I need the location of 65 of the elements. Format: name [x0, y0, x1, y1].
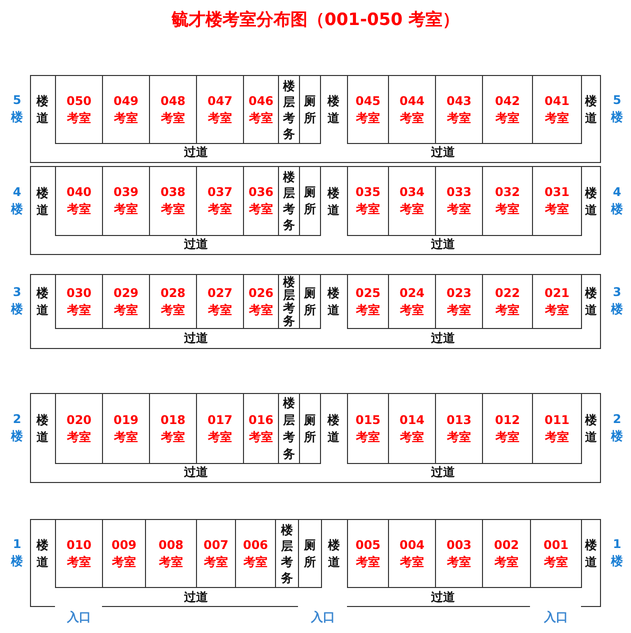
toilet-room: 厕所	[299, 393, 321, 464]
corridor-label: 过道	[431, 144, 455, 161]
floor-label: 3楼	[610, 284, 624, 318]
floor-outline	[30, 75, 601, 163]
corridor-label: 过道	[431, 589, 455, 606]
stairwell-label: 楼道	[35, 537, 50, 571]
exam-room: 001考室	[530, 519, 582, 588]
title: 毓才楼考室分布图（001-050 考室）	[170, 9, 460, 31]
entrance-label: 入口	[544, 609, 568, 626]
exam-room: 005考室	[347, 519, 389, 588]
stairwell-label: 楼道	[326, 537, 342, 571]
stairwell-label: 楼道	[35, 412, 50, 446]
exam-room: 021考室	[532, 274, 582, 329]
floor-label: 3楼	[10, 284, 24, 318]
toilet-room: 厕所	[299, 75, 321, 144]
exam-room: 031考室	[532, 166, 582, 236]
floor-outline	[30, 274, 601, 349]
floor-label: 1楼	[10, 536, 24, 570]
exam-room: 050考室	[55, 75, 103, 144]
exam-room: 011考室	[532, 393, 582, 464]
exam-room: 040考室	[55, 166, 103, 236]
exam-room: 020考室	[55, 393, 103, 464]
floor-outline	[30, 393, 601, 483]
exam-room: 041考室	[532, 75, 582, 144]
corridor-label: 过道	[184, 330, 208, 347]
stairwell-label: 楼道	[35, 93, 50, 127]
toilet-room: 厕所	[299, 274, 321, 329]
stairwell-label: 楼道	[584, 93, 598, 127]
exam-office: 楼层考务	[278, 274, 300, 329]
corridor-label: 过道	[184, 144, 208, 161]
stairwell-label: 楼道	[584, 285, 598, 319]
stairwell-label: 楼道	[326, 93, 341, 127]
floor-label: 5楼	[10, 92, 24, 126]
entrance-label: 入口	[67, 609, 91, 626]
corridor-label: 过道	[184, 589, 208, 606]
stairwell-label: 楼道	[584, 537, 598, 571]
toilet-room: 厕所	[299, 166, 321, 236]
toilet-room: 厕所	[298, 519, 322, 588]
stairwell-label: 楼道	[326, 184, 341, 218]
exam-room: 010考室	[55, 519, 103, 588]
corridor-label: 过道	[184, 464, 208, 481]
floor-outline	[30, 166, 601, 255]
exam-room: 015考室	[347, 393, 389, 464]
corridor-label: 过道	[184, 236, 208, 253]
floor-label: 4楼	[10, 184, 24, 218]
floor-label: 2楼	[610, 411, 624, 445]
stairwell-label: 楼道	[326, 285, 341, 319]
floor-label: 2楼	[10, 411, 24, 445]
exam-room: 030考室	[55, 274, 103, 329]
corridor-label: 过道	[431, 330, 455, 347]
corridor-label: 过道	[431, 464, 455, 481]
exam-room: 025考室	[347, 274, 389, 329]
entrance-label: 入口	[311, 609, 335, 626]
corridor-label: 过道	[431, 236, 455, 253]
floor-outline	[30, 519, 601, 607]
stairwell-label: 楼道	[584, 184, 598, 218]
exam-room: 045考室	[347, 75, 389, 144]
stairwell-label: 楼道	[35, 184, 50, 218]
floor-label: 4楼	[610, 184, 624, 218]
stairwell-label: 楼道	[326, 412, 341, 446]
floor-label: 5楼	[610, 92, 624, 126]
stairwell-label: 楼道	[35, 285, 50, 319]
exam-room: 035考室	[347, 166, 389, 236]
floor-label: 1楼	[610, 536, 624, 570]
stairwell-label: 楼道	[584, 412, 598, 446]
